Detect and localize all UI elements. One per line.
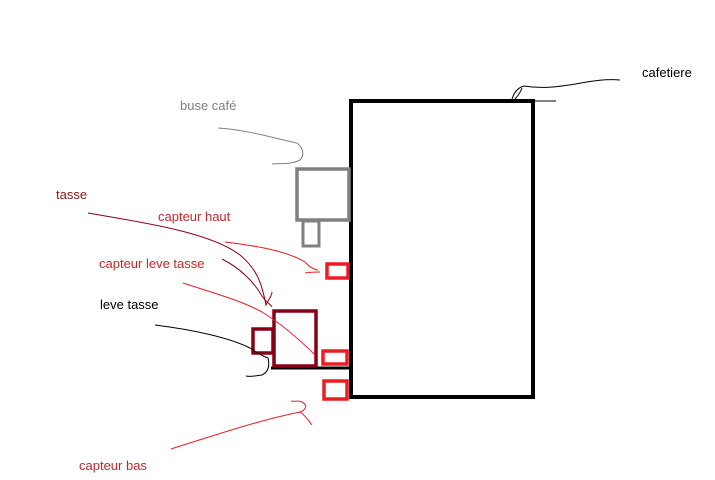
tasse-handle	[251, 327, 275, 355]
label-buse-cafe: buse café	[180, 98, 237, 113]
pointer-capteur-haut	[224, 241, 321, 274]
label-capteur-haut: capteur haut	[158, 209, 231, 224]
capteur-haut	[325, 262, 350, 280]
label-capteur-leve-tasse: capteur leve tasse	[99, 256, 205, 271]
pointer-buse-cafe	[217, 127, 304, 165]
pointer-capteur-leve-tasse	[182, 282, 316, 356]
pointer-tasse	[87, 212, 273, 307]
label-capteur-bas: capteur bas	[79, 458, 147, 473]
buse-cafe-spout	[301, 219, 321, 248]
tasse-body	[272, 309, 318, 368]
label-cafetiere: cafetiere	[642, 65, 692, 80]
label-tasse: tasse	[56, 187, 88, 202]
capteur-bas	[322, 379, 349, 401]
cafetiere-body	[349, 99, 535, 399]
buse-cafe-body	[295, 167, 351, 222]
pointer-cafetiere	[511, 79, 621, 102]
label-leve-tasse: leve tasse	[100, 297, 159, 312]
pointer-leve-tasse	[154, 324, 270, 377]
pointer-capteur-bas	[170, 400, 313, 450]
pointer-capteur-leve-tasse-2	[221, 258, 273, 308]
capteur-leve-tasse	[321, 349, 349, 366]
